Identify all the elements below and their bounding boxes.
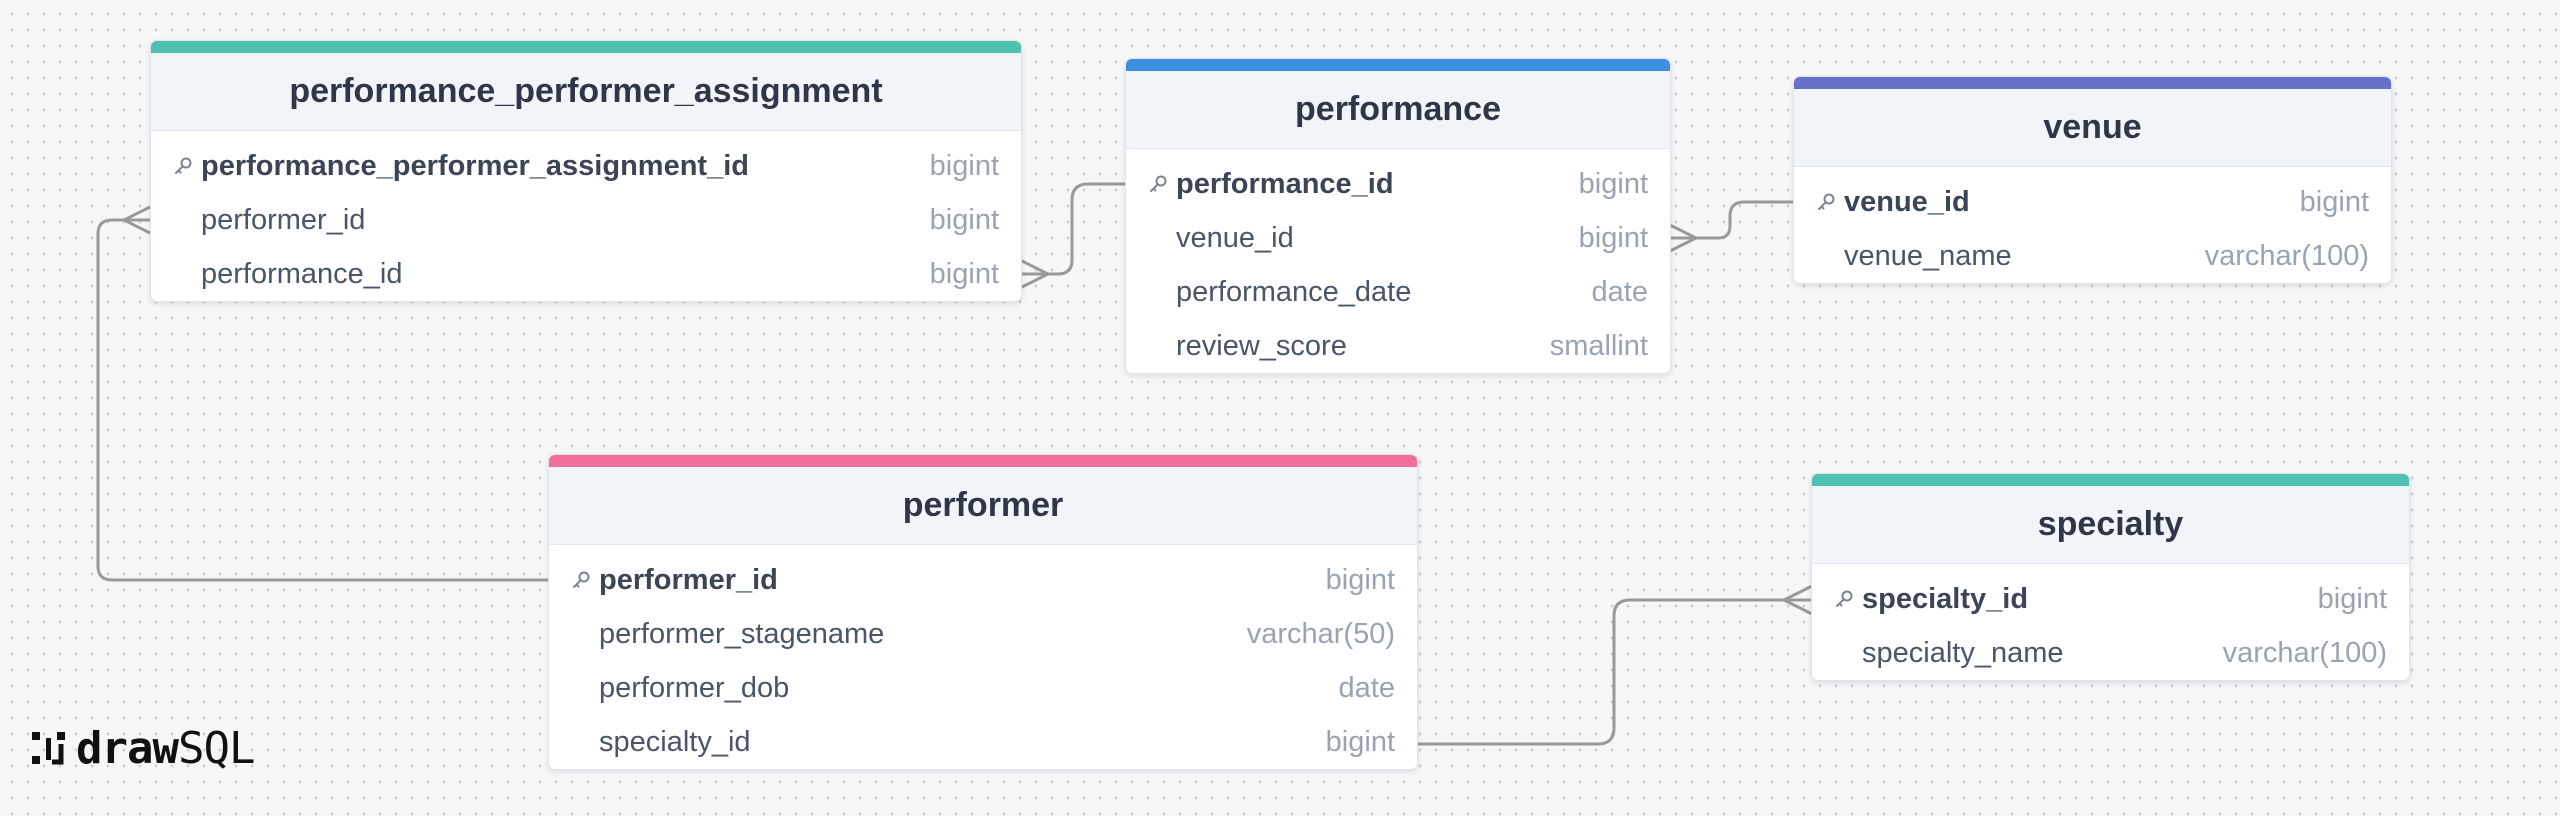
table-venue[interactable]: venue venue_id bigint venue_name varchar(100… bbox=[1793, 76, 2392, 284]
column-type: bigint bbox=[1578, 168, 1648, 200]
table-columns: specialty_id bigint specialty_name varchar(… bbox=[1812, 564, 2409, 680]
column-type: date bbox=[1591, 276, 1648, 308]
table-accent-bar bbox=[549, 455, 1417, 467]
column-type: bigint bbox=[929, 150, 999, 182]
column-name: venue_id bbox=[1844, 186, 1970, 218]
column-row[interactable]: performance_id bigint bbox=[1126, 157, 1670, 211]
key-icon bbox=[1834, 589, 1854, 609]
edge-performance-to-venue[interactable] bbox=[1668, 200, 1794, 240]
column-type: bigint bbox=[1578, 222, 1648, 254]
column-row[interactable]: review_score smallint bbox=[1126, 319, 1670, 373]
logo-text-draw: draw bbox=[76, 722, 179, 774]
crowfoot-assignment-performance bbox=[1019, 258, 1049, 290]
column-name: performance_id bbox=[1176, 168, 1394, 200]
key-icon bbox=[1148, 174, 1168, 194]
column-type: bigint bbox=[929, 204, 999, 236]
column-type: bigint bbox=[1325, 726, 1395, 758]
edge-performer-to-specialty[interactable] bbox=[1416, 598, 1812, 746]
column-row[interactable]: performer_dob date bbox=[549, 661, 1417, 715]
table-accent-bar bbox=[1794, 77, 2391, 89]
column-row[interactable]: specialty_id bigint bbox=[549, 715, 1417, 769]
column-row[interactable]: performance_date date bbox=[1126, 265, 1670, 319]
table-accent-bar bbox=[151, 41, 1021, 53]
edge-assignment-to-performance[interactable] bbox=[1020, 182, 1126, 276]
column-type: bigint bbox=[2317, 583, 2387, 615]
column-type: varchar(50) bbox=[1246, 618, 1395, 650]
column-row[interactable]: performance_id bigint bbox=[151, 247, 1021, 301]
column-name: performance_id bbox=[201, 258, 403, 290]
column-row[interactable]: specialty_id bigint bbox=[1812, 572, 2409, 626]
key-icon bbox=[571, 570, 591, 590]
column-name: performance_performer_assignment_id bbox=[201, 150, 749, 182]
column-name: performance_date bbox=[1176, 276, 1412, 308]
column-row[interactable]: venue_id bigint bbox=[1794, 175, 2391, 229]
column-type: varchar(100) bbox=[2222, 637, 2387, 669]
table-specialty[interactable]: specialty specialty_id bigint specialty_nam… bbox=[1811, 473, 2410, 681]
column-name: specialty_id bbox=[1862, 583, 2029, 615]
table-accent-bar bbox=[1126, 59, 1670, 71]
column-name: performer_stagename bbox=[599, 618, 885, 650]
table-title[interactable]: specialty bbox=[1812, 486, 2409, 564]
column-name: review_score bbox=[1176, 330, 1347, 362]
column-row[interactable]: performer_id bigint bbox=[549, 553, 1417, 607]
column-name: specialty_id bbox=[599, 726, 751, 758]
table-columns: venue_id bigint venue_name varchar(100) bbox=[1794, 167, 2391, 283]
column-type: bigint bbox=[2299, 186, 2369, 218]
table-title[interactable]: performance bbox=[1126, 71, 1670, 149]
column-row[interactable]: performer_id bigint bbox=[151, 193, 1021, 247]
crowfoot-performance-venue bbox=[1667, 222, 1697, 254]
column-row[interactable]: performer_stagename varchar(50) bbox=[549, 607, 1417, 661]
key-icon bbox=[173, 156, 193, 176]
key-icon bbox=[1816, 192, 1836, 212]
logo-text-sql: SQL bbox=[177, 722, 255, 774]
column-row[interactable]: performance_performer_assignment_id bigin… bbox=[151, 139, 1021, 193]
column-type: bigint bbox=[1325, 564, 1395, 596]
column-name: venue_id bbox=[1176, 222, 1294, 254]
table-title[interactable]: performer bbox=[549, 467, 1417, 545]
table-title[interactable]: performance_performer_assignment bbox=[151, 53, 1021, 131]
table-title[interactable]: venue bbox=[1794, 89, 2391, 167]
crowfoot-specialty bbox=[1783, 584, 1813, 616]
drawsql-logo-icon bbox=[32, 732, 65, 765]
column-name: venue_name bbox=[1844, 240, 2012, 272]
column-type: varchar(100) bbox=[2204, 240, 2369, 272]
column-name: performer_id bbox=[201, 204, 366, 236]
column-row[interactable]: venue_name varchar(100) bbox=[1794, 229, 2391, 283]
column-name: specialty_name bbox=[1862, 637, 2064, 669]
table-ppa[interactable]: performance_performer_assignment performa… bbox=[150, 40, 1022, 302]
column-type: smallint bbox=[1549, 330, 1648, 362]
crowfoot-assignment-performer bbox=[123, 204, 153, 236]
column-type: bigint bbox=[929, 258, 999, 290]
table-accent-bar bbox=[1812, 474, 2409, 486]
column-row[interactable]: specialty_name varchar(100) bbox=[1812, 626, 2409, 680]
column-name: performer_id bbox=[599, 564, 778, 596]
column-row[interactable]: venue_id bigint bbox=[1126, 211, 1670, 265]
column-name: performer_dob bbox=[599, 672, 790, 704]
column-type: date bbox=[1338, 672, 1395, 704]
